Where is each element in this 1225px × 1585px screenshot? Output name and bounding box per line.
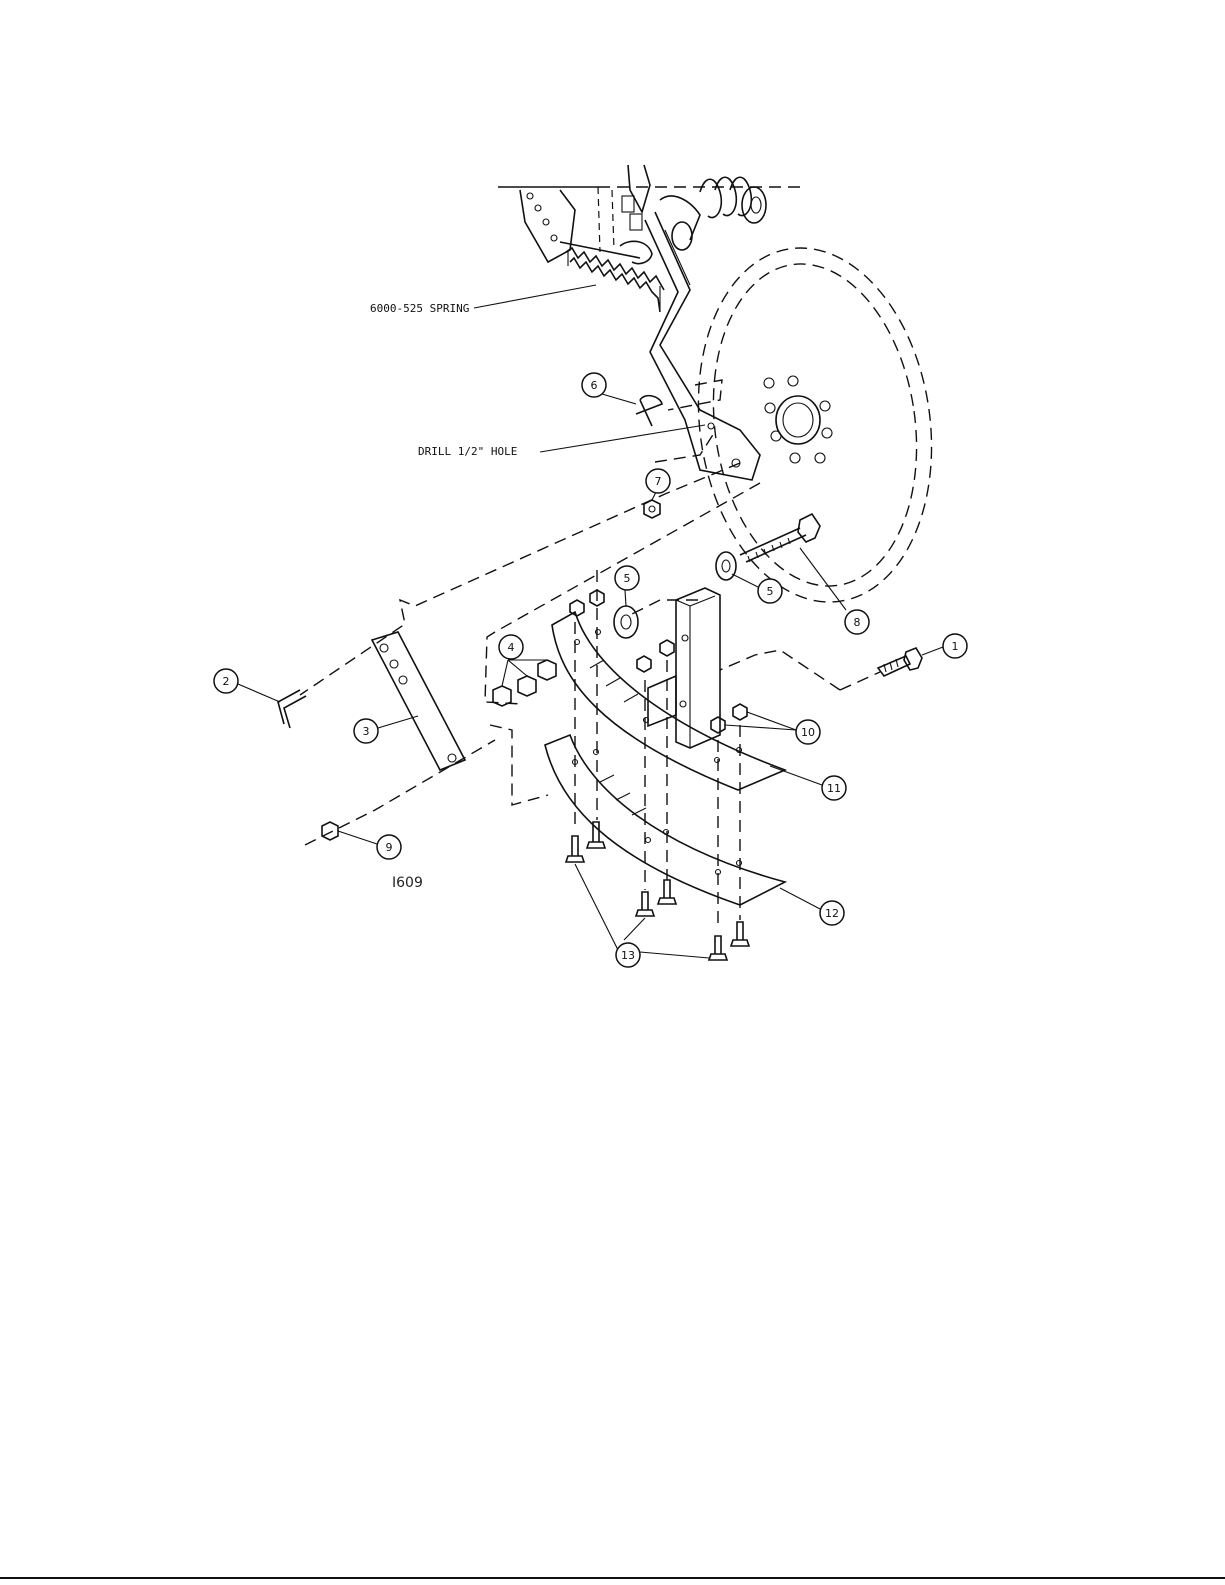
drill-hole-label: DRILL 1/2" HOLE — [418, 445, 517, 458]
balloon-7: 7 — [646, 469, 670, 493]
part-6-clip — [636, 396, 662, 426]
balloon-12-text: 12 — [825, 907, 839, 920]
part-13-bolts — [566, 822, 749, 960]
assembly-paths — [300, 433, 880, 845]
part-9-nut — [322, 822, 338, 840]
part-8-bolt — [740, 514, 820, 562]
balloon-1: 1 — [943, 634, 967, 658]
balloon-2: 2 — [214, 669, 238, 693]
balloon-2-text: 2 — [223, 675, 230, 688]
balloon-4: 4 — [499, 635, 523, 659]
curved-arm — [645, 212, 760, 480]
part-7-nut — [644, 500, 660, 518]
arm-tip — [668, 380, 740, 467]
upper-coil — [660, 177, 766, 250]
balloon-5-right: 5 — [758, 579, 782, 603]
balloon-11-text: 11 — [827, 782, 841, 795]
balloon-11: 11 — [822, 776, 846, 800]
drawing-code: I609 — [392, 875, 423, 891]
upper-bracket — [520, 165, 650, 262]
balloon-1-text: 1 — [952, 640, 959, 653]
part-5-washer-left — [614, 606, 638, 638]
balloon-3-text: 3 — [363, 725, 370, 738]
balloon-7-text: 7 — [655, 475, 662, 488]
balloon-9-text: 9 — [386, 841, 393, 854]
balloon-4-text: 4 — [508, 641, 515, 654]
part-2-pin — [278, 690, 306, 728]
part-5-washer-right — [716, 552, 736, 580]
coulter-disc — [676, 233, 953, 618]
spring-label: 6000-525 SPRING — [370, 302, 469, 315]
spring-6000-525 — [566, 241, 664, 312]
balloon-12: 12 — [820, 901, 844, 925]
balloon-5-left-text: 5 — [624, 572, 631, 585]
part-11-shoe-plate — [552, 588, 785, 790]
balloon-13: 13 — [616, 943, 640, 967]
balloon-8: 8 — [845, 610, 869, 634]
balloon-13-text: 13 — [621, 949, 635, 962]
alignment-lines — [575, 570, 740, 930]
part-1-bolt — [878, 648, 922, 676]
bottom-rule — [0, 1577, 1225, 1579]
balloon-10: 10 — [796, 720, 820, 744]
balloon-6: 6 — [582, 373, 606, 397]
part-3-plate — [372, 632, 465, 770]
balloon-5-right-text: 5 — [767, 585, 774, 598]
balloon-10-text: 10 — [801, 726, 815, 739]
balloon-9: 9 — [377, 835, 401, 859]
balloon-8-text: 8 — [854, 616, 861, 629]
balloon-3: 3 — [354, 719, 378, 743]
balloon-5-left: 5 — [615, 566, 639, 590]
balloon-6-text: 6 — [591, 379, 598, 392]
